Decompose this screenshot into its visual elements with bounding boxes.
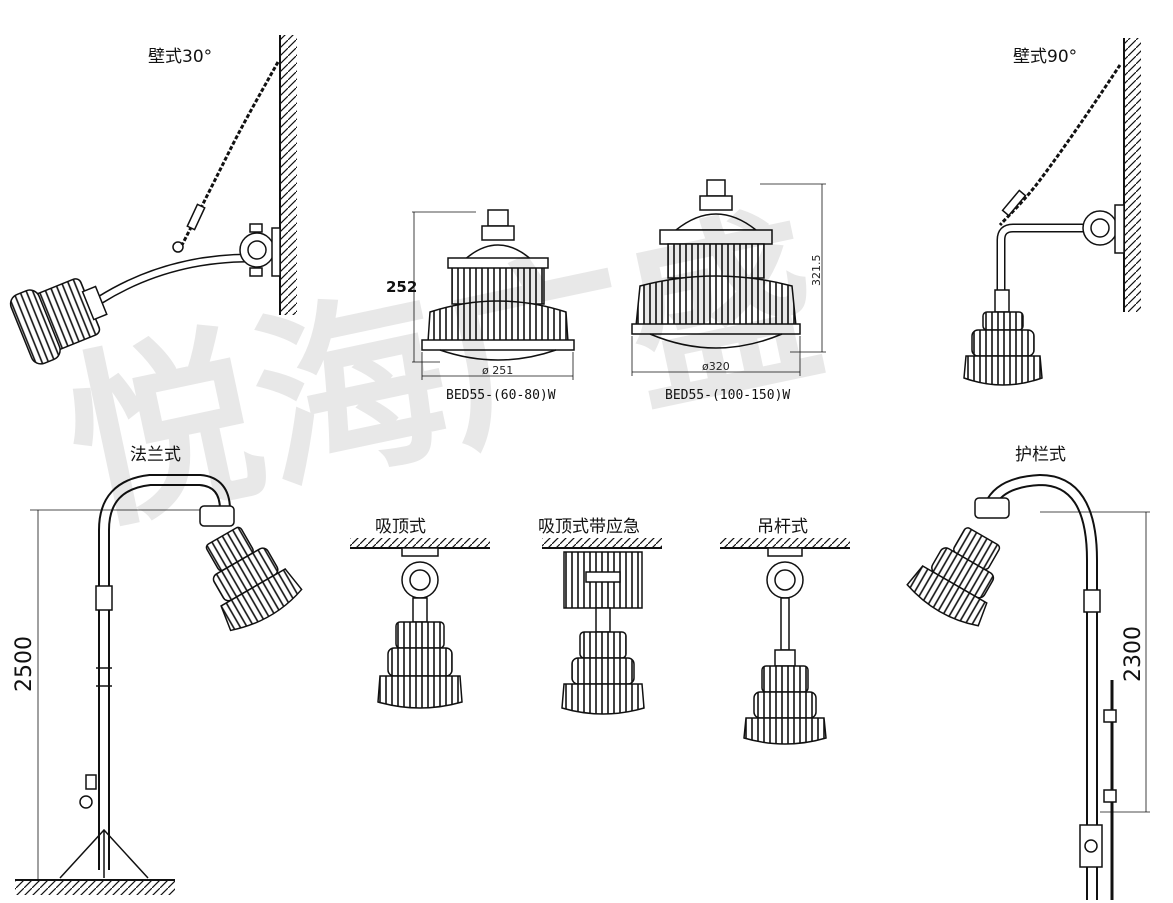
label-wall-30: 壁式30° <box>148 47 213 67</box>
label-ceiling-emergency: 吸顶式带应急 <box>538 517 640 537</box>
label-flange: 法兰式 <box>130 445 181 465</box>
label-guardrail: 护栏式 <box>1015 445 1066 465</box>
wall-90-mount-drawing <box>963 38 1141 386</box>
large-lamp-elevation <box>631 179 826 376</box>
dim-guardrail-height: 2300 <box>1121 626 1146 682</box>
wall-30-mount-drawing <box>9 35 297 365</box>
dim-small-height: 252 <box>386 278 418 296</box>
ceiling-emergency-mount-drawing <box>542 538 662 715</box>
dim-flange-height: 2500 <box>12 636 37 692</box>
small-lamp-elevation <box>412 209 575 380</box>
dim-large-height: 321.5 <box>810 254 823 287</box>
dim-small-diameter: ø 251 <box>482 364 514 377</box>
pendant-rod-mount-drawing <box>720 538 850 745</box>
label-pendant-rod: 吊杆式 <box>757 517 808 537</box>
dim-large-diameter: ø320 <box>702 360 730 373</box>
label-ceiling: 吸顶式 <box>375 517 426 537</box>
model-large-label: BED55-(100-150)W <box>665 388 791 403</box>
model-small-label: BED55-(60-80)W <box>446 388 556 403</box>
flange-mount-drawing <box>15 474 303 895</box>
ceiling-mount-drawing <box>350 538 490 709</box>
guardrail-mount-drawing <box>906 473 1150 900</box>
label-wall-90: 壁式90° <box>1013 47 1078 67</box>
